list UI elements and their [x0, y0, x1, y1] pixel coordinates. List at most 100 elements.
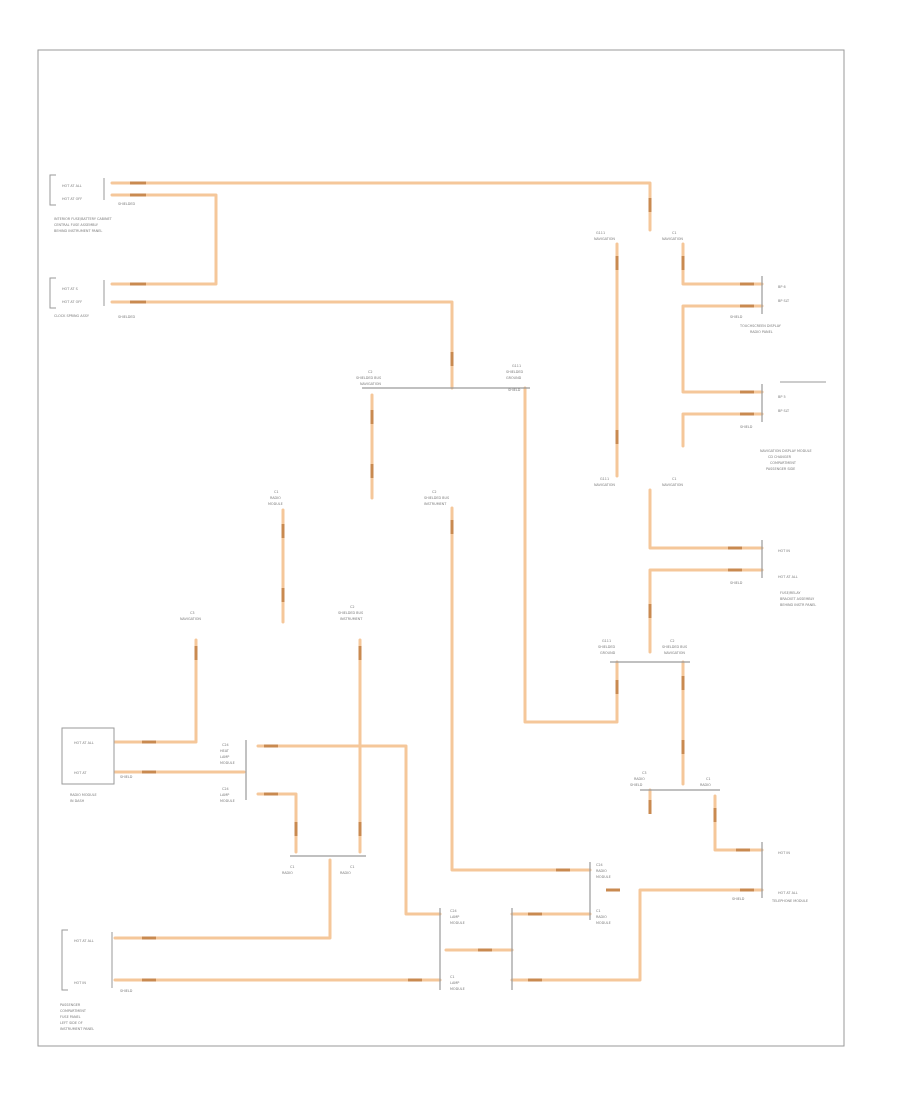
svg-text:HOT AT ALL: HOT AT ALL [74, 939, 94, 943]
svg-text:SHIELD: SHIELD [730, 581, 743, 585]
svg-text:SHIELDED: SHIELDED [118, 202, 135, 206]
svg-text:HOT AT ALL: HOT AT ALL [62, 184, 82, 188]
svg-text:RADIO: RADIO [596, 869, 607, 873]
svg-text:SHIELD: SHIELD [630, 783, 643, 787]
svg-text:C24: C24 [450, 909, 457, 913]
wires [110, 181, 764, 982]
svg-text:HOT AT S: HOT AT S [62, 287, 78, 291]
svg-text:HEAT: HEAT [220, 749, 230, 753]
wire-bottom-return [510, 888, 764, 982]
svg-text:C1: C1 [450, 975, 455, 979]
wire-module1-link [110, 193, 218, 286]
wire-center-run [256, 744, 442, 916]
wire-right-mid [648, 488, 764, 550]
svg-text:RADIO MODULE: RADIO MODULE [70, 793, 97, 797]
svg-text:C24: C24 [596, 863, 603, 867]
svg-text:INSTRUMENT PANEL: INSTRUMENT PANEL [60, 1027, 94, 1031]
svg-text:BP SLT: BP SLT [778, 409, 790, 413]
svg-text:SHIELDED BUS: SHIELDED BUS [424, 496, 449, 500]
svg-text:BP 6: BP 6 [778, 285, 786, 289]
svg-text:C1: C1 [290, 865, 295, 869]
svg-text:CENTRAL FUSE ASSEMBLY: CENTRAL FUSE ASSEMBLY [54, 223, 99, 227]
svg-text:LEFT SIDE OF: LEFT SIDE OF [60, 1021, 83, 1025]
module-4-bracket [61, 929, 68, 991]
svg-text:HOT AT ALL: HOT AT ALL [74, 741, 94, 745]
module-2-bracket [49, 277, 56, 309]
svg-text:RADIO: RADIO [700, 783, 711, 787]
wire-top-feed [110, 181, 652, 232]
wire-module3-top [113, 638, 198, 744]
svg-text:INTERIOR FUSE/BATTERY CABINET: INTERIOR FUSE/BATTERY CABINET [54, 217, 113, 221]
svg-text:GROUND: GROUND [506, 376, 522, 380]
svg-text:G111: G111 [600, 477, 609, 481]
svg-text:MODULE: MODULE [220, 799, 235, 803]
svg-text:BRACKET ASSEMBLY: BRACKET ASSEMBLY [780, 597, 815, 601]
svg-text:MODULE: MODULE [450, 987, 465, 991]
svg-text:TOUCHSCREEN DISPLAY: TOUCHSCREEN DISPLAY [739, 324, 782, 328]
splice-bars [245, 276, 763, 990]
svg-text:RADIO: RADIO [596, 915, 607, 919]
svg-text:G111: G111 [512, 364, 521, 368]
diagram-frame [37, 49, 845, 1047]
module-3-box [61, 727, 115, 785]
wire-module4-top [113, 858, 332, 940]
svg-text:C1: C1 [672, 477, 677, 481]
svg-text:SHIELDED: SHIELDED [598, 645, 615, 649]
wire-center-down [256, 792, 298, 854]
svg-text:SHIELDED: SHIELDED [506, 370, 523, 374]
wire-module2-feed [110, 300, 454, 390]
wire-stub-2 [450, 506, 592, 872]
svg-text:COMPARTMENT: COMPARTMENT [770, 461, 797, 465]
wire-splice-a-right [523, 386, 619, 724]
svg-text:NAVIGATION DISPLAY MODULE: NAVIGATION DISPLAY MODULE [760, 449, 812, 453]
svg-text:HOT AT OFF: HOT AT OFF [62, 300, 82, 304]
wire-lower-right-3 [713, 794, 764, 852]
svg-text:INSTRUMENT: INSTRUMENT [340, 617, 363, 621]
svg-text:C2: C2 [432, 490, 437, 494]
svg-text:C3: C3 [190, 611, 195, 615]
svg-text:MODULE: MODULE [596, 921, 611, 925]
svg-text:SHIELDED: SHIELDED [118, 315, 135, 319]
svg-text:MODULE: MODULE [268, 502, 283, 506]
svg-text:C24: C24 [222, 743, 229, 747]
svg-text:C1: C1 [706, 777, 711, 781]
svg-text:C1: C1 [596, 909, 601, 913]
svg-text:G111: G111 [602, 639, 611, 643]
svg-text:IN DASH: IN DASH [70, 799, 85, 803]
svg-text:RADIO: RADIO [634, 777, 645, 781]
svg-text:CD CHANGER: CD CHANGER [768, 455, 792, 459]
svg-text:SHIELDED BUS: SHIELDED BUS [338, 611, 363, 615]
svg-text:HOT IN: HOT IN [778, 549, 790, 553]
svg-text:MODULE: MODULE [596, 875, 611, 879]
connector-boxes [49, 174, 826, 991]
svg-text:NAVIGATION: NAVIGATION [180, 617, 201, 621]
svg-text:CLOCK SPRING ASSY: CLOCK SPRING ASSY [54, 314, 90, 318]
svg-text:SHIELDED BUS: SHIELDED BUS [662, 645, 687, 649]
module-1-bracket [49, 174, 56, 206]
tiny-labels: HOT AT ALL HOT AT OFF INTERIOR FUSE/BATT… [54, 184, 816, 1031]
wire-right-loop-2 [681, 412, 764, 448]
svg-text:HOT AT ALL: HOT AT ALL [778, 575, 798, 579]
svg-text:RADIO PANEL: RADIO PANEL [750, 330, 773, 334]
svg-text:RADIO: RADIO [282, 871, 293, 875]
svg-text:HOT AT: HOT AT [74, 771, 87, 775]
svg-text:BEHIND INSTR PANEL: BEHIND INSTR PANEL [780, 603, 816, 607]
svg-text:GROUND: GROUND [600, 651, 616, 655]
svg-text:HOT IN: HOT IN [778, 851, 790, 855]
svg-text:C3: C3 [642, 771, 647, 775]
svg-text:SHIELD: SHIELD [120, 989, 133, 993]
svg-text:C2: C2 [670, 639, 675, 643]
svg-text:RADIO: RADIO [340, 871, 351, 875]
svg-text:COMPARTMENT: COMPARTMENT [60, 1009, 87, 1013]
svg-text:LAMP: LAMP [220, 755, 229, 759]
wire-right-loop-1 [681, 304, 764, 394]
svg-text:SHIELDED BUS: SHIELDED BUS [356, 376, 381, 380]
svg-text:LAMP: LAMP [450, 981, 459, 985]
svg-text:C1: C1 [672, 231, 677, 235]
svg-text:SHIELD: SHIELD [120, 775, 133, 779]
svg-text:BP 5: BP 5 [778, 395, 786, 399]
svg-text:MODULE: MODULE [450, 921, 465, 925]
svg-text:NAVIGATION: NAVIGATION [664, 651, 685, 655]
